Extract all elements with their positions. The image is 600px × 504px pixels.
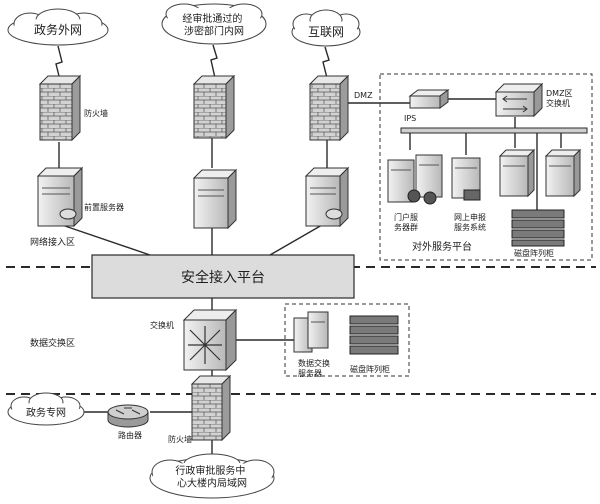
cloud-gov-private-icon — [7, 392, 85, 426]
label-internet: 互联网 — [308, 25, 344, 39]
dmz-switch-icon — [494, 82, 544, 118]
dmz-server-3-icon — [498, 148, 536, 198]
label-firewall-left: 防火墙 — [84, 108, 108, 118]
label-firewall-bottom: 防火墙 — [168, 434, 192, 444]
cloud-admin-lan-icon — [149, 453, 275, 499]
label-line: 涉密部门内网 — [184, 25, 244, 38]
core-switch-icon — [182, 308, 238, 372]
label-front-server: 前置服务器 — [84, 202, 124, 212]
label-line: 交换机 — [546, 98, 570, 108]
label-secure-access-platform: 安全接入平台 — [181, 269, 265, 286]
router-icon — [107, 404, 149, 428]
label-data-exchange-zone: 数据交换区 — [30, 337, 75, 349]
label-disk-array-top: 磁盘阵列柜 — [514, 248, 554, 258]
label-dmz-switch: DMZ区 交换机 — [546, 89, 575, 108]
portal-servers-icon — [387, 154, 443, 205]
cloud-gov-extranet-icon — [7, 8, 109, 46]
label-data-exchange-server: 数据交换 服务器 — [298, 358, 333, 378]
label-ips: IPS — [404, 114, 416, 123]
label-external-platform: 对外服务平台 — [412, 240, 472, 253]
label-line: 服务器 — [298, 368, 322, 378]
link-server1-platform — [61, 224, 151, 256]
online-report-icon — [451, 157, 481, 201]
secure-access-platform-box — [91, 254, 355, 299]
firewall-internet-icon — [308, 74, 350, 142]
label-switch: 交换机 — [150, 320, 174, 330]
label-dmz: DMZ — [354, 91, 373, 100]
label-line: 务器群 — [394, 222, 418, 232]
link-cloud-classified — [210, 44, 218, 79]
firewall-bottom-icon — [190, 374, 232, 442]
label-line: 心大楼内局域网 — [177, 477, 247, 490]
labels: 政务外网 经审批通过的 涉密部门内网 互联网 防火墙 前置服务器 DMZ IPS… — [26, 12, 575, 490]
label-portal-servers: 门户服 务器群 — [394, 212, 421, 232]
label-gov-extranet: 政务外网 — [34, 22, 82, 37]
label-gov-private: 政务专网 — [26, 406, 66, 419]
data-exchange-server-icon — [293, 311, 329, 353]
disk-array-top-icon — [511, 209, 565, 247]
connection-lines — [55, 44, 562, 458]
label-admin-building-lan: 行政审批服务中 心大楼内局域网 — [175, 464, 248, 490]
disk-array-mid-icon — [349, 315, 399, 355]
link-server3-platform — [269, 224, 323, 256]
ips-icon — [408, 89, 450, 109]
firewall-left-icon — [38, 74, 82, 142]
label-network-access-zone: 网络接入区 — [30, 236, 75, 248]
dmz-bus — [400, 127, 588, 134]
link-cloud-internet — [322, 46, 330, 79]
cloud-classified-icon — [161, 3, 267, 45]
cloud-internet-icon — [291, 9, 361, 47]
label-disk-array-mid: 磁盘阵列柜 — [350, 364, 390, 374]
link-cloud-gov-extranet — [55, 45, 63, 81]
dmz-server-4-icon — [544, 148, 582, 198]
label-online-report: 网上申报 服务系统 — [454, 212, 489, 232]
server-internet-icon — [304, 166, 350, 228]
firewall-mid-icon — [192, 74, 236, 140]
label-line: 服务系统 — [454, 222, 486, 232]
external-platform-group — [379, 73, 593, 261]
label-classified-intranet: 经审批通过的 涉密部门内网 — [182, 12, 245, 38]
front-server-icon — [36, 166, 84, 228]
server-mid-icon — [192, 168, 238, 230]
label-router: 路由器 — [118, 430, 142, 440]
